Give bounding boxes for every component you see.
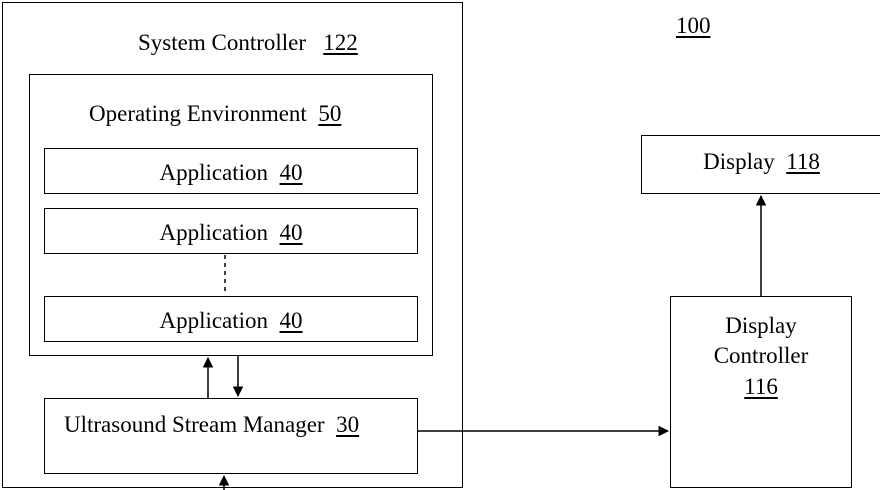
system-controller-title: System Controller 122: [138, 31, 358, 54]
display-label: Display: [703, 149, 775, 174]
operating-environment-title: Operating Environment 50: [89, 102, 341, 125]
application-box-1: Application 40: [44, 148, 418, 194]
display-title: Display 118: [642, 150, 880, 173]
application-ref-1: 40: [280, 160, 303, 185]
display-controller-ref-row: 116: [671, 375, 851, 398]
system-controller-ref: 122: [323, 30, 358, 55]
stream-manager-label: Ultrasound Stream Manager: [64, 412, 325, 437]
application-ref-3: 40: [280, 308, 303, 333]
stream-manager-box: Ultrasound Stream Manager 30: [44, 398, 418, 474]
application-label-2: Application: [159, 220, 268, 245]
application-label-3: Application: [159, 308, 268, 333]
operating-environment-label: Operating Environment: [89, 101, 307, 126]
application-title-1: Application 40: [45, 161, 417, 184]
application-ref-2: 40: [280, 220, 303, 245]
system-controller-label: System Controller: [138, 30, 306, 55]
application-label-1: Application: [159, 160, 268, 185]
application-box-3: Application 40: [44, 296, 418, 342]
application-title-2: Application 40: [45, 221, 417, 244]
stream-manager-title: Ultrasound Stream Manager 30: [64, 413, 359, 436]
application-box-2: Application 40: [44, 208, 418, 254]
display-controller-line2: Controller: [671, 344, 851, 367]
operating-environment-ref: 50: [318, 101, 341, 126]
figure-ref-number: 100: [676, 14, 711, 37]
display-controller-ref: 116: [744, 374, 778, 399]
display-controller-line1: Display: [671, 314, 851, 337]
display-controller-box: Display Controller 116: [670, 296, 852, 488]
application-title-3: Application 40: [45, 309, 417, 332]
display-box: Display 118: [641, 135, 880, 194]
stream-manager-ref: 30: [336, 412, 359, 437]
display-ref: 118: [786, 149, 820, 174]
